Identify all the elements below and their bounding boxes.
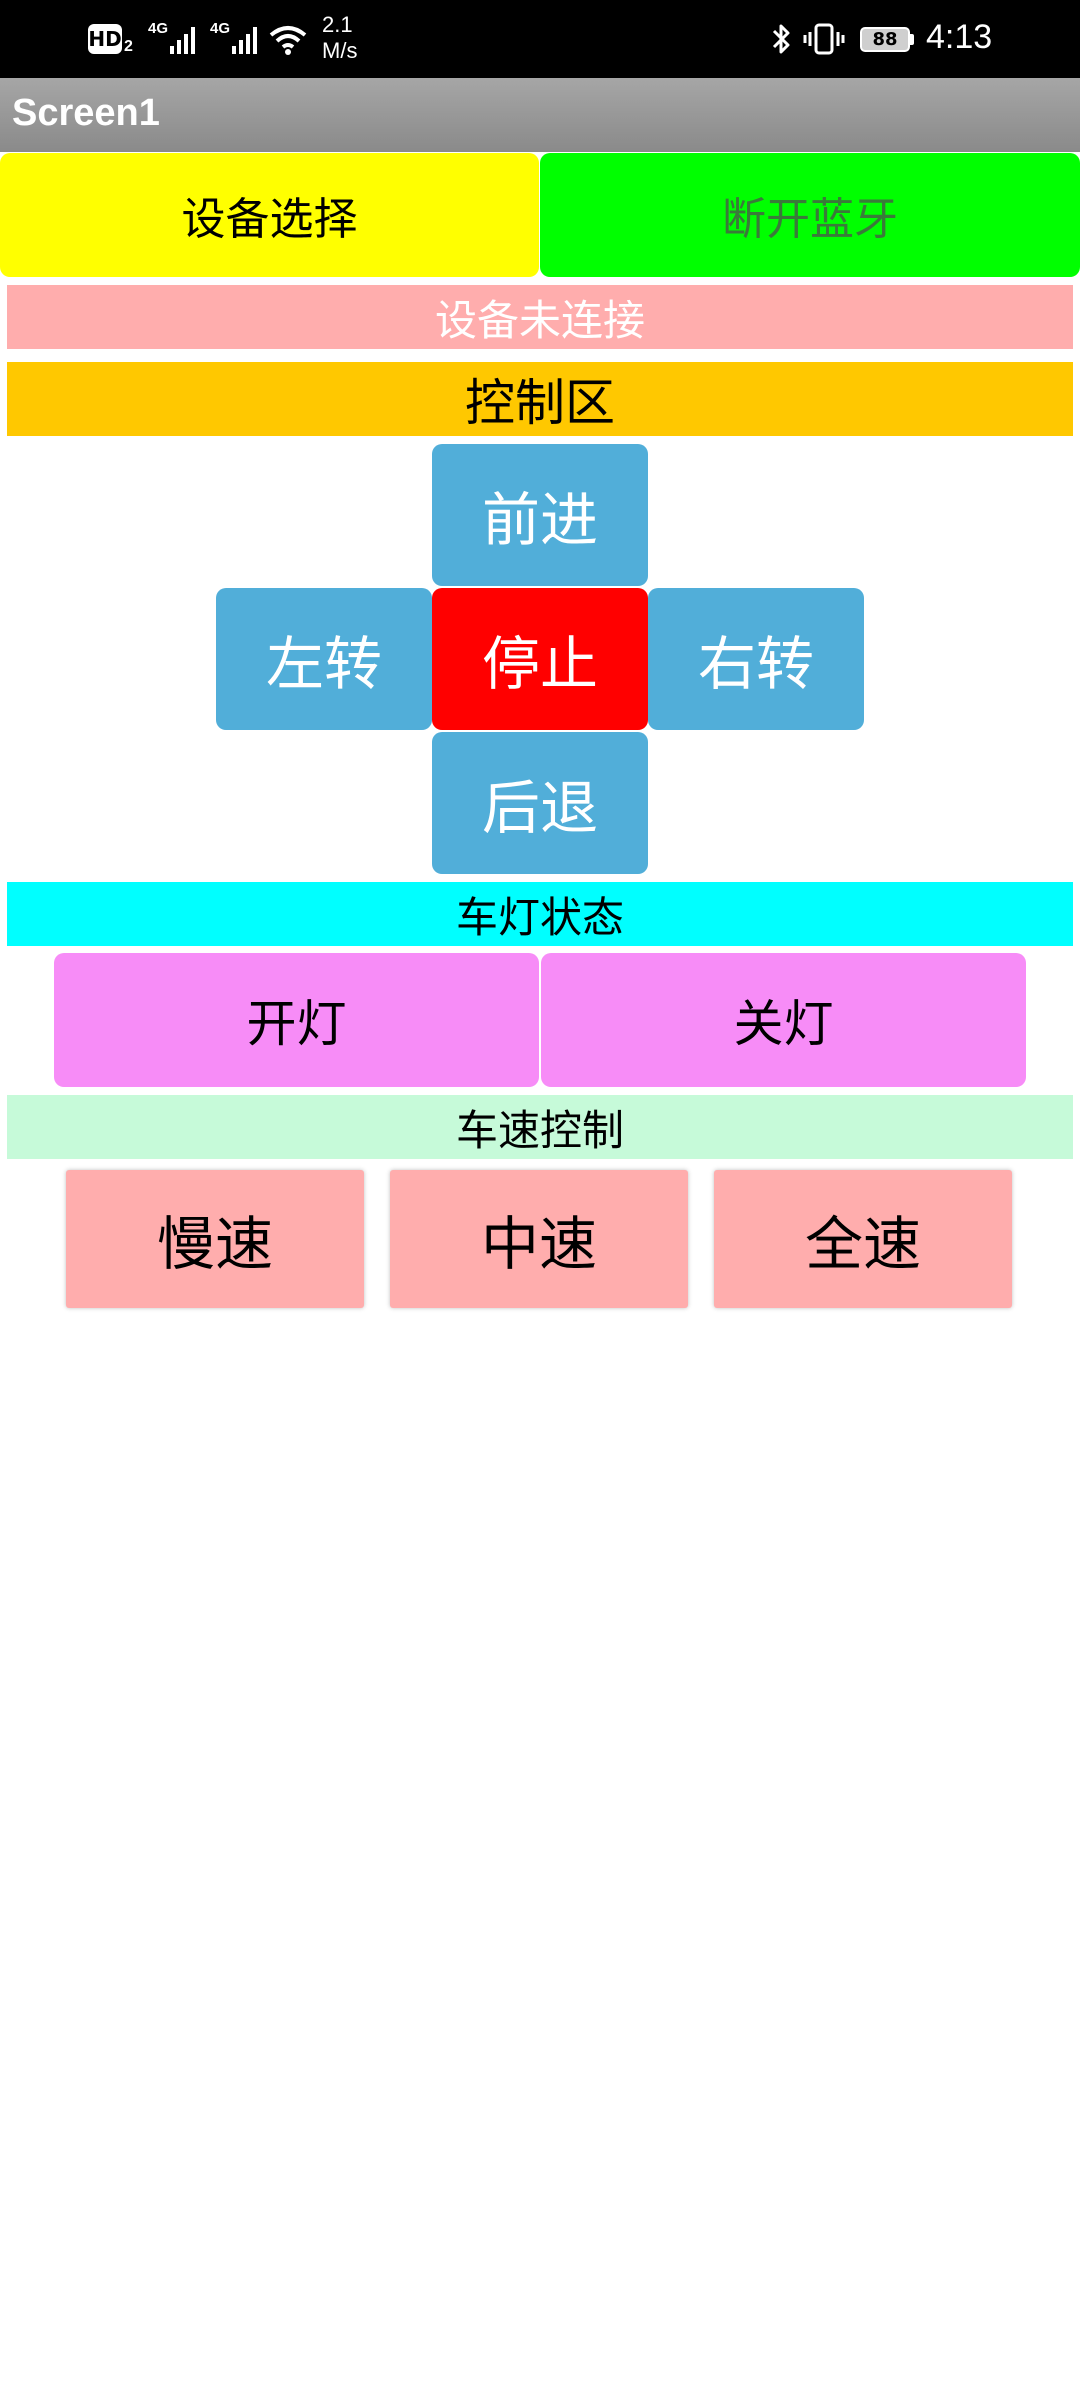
signal-icon <box>170 24 195 54</box>
network-type-1: 4G <box>148 20 169 37</box>
wifi-icon <box>269 26 307 55</box>
hd-sub: 2 <box>124 38 133 55</box>
device-select-button[interactable]: 设备选择 <box>0 153 539 277</box>
network-type-2: 4G <box>210 20 231 37</box>
status-bar: HD 2 4G 4G 2.1 M/s 88 4:13 <box>0 0 1080 78</box>
battery-tip <box>910 34 914 45</box>
battery-icon: 88 <box>860 27 910 52</box>
bluetooth-icon <box>772 24 790 54</box>
medium-speed-button[interactable]: 中速 <box>390 1170 688 1308</box>
light-status-header: 车灯状态 <box>7 882 1073 946</box>
connection-status-label: 设备未连接 <box>7 285 1073 349</box>
slow-speed-button[interactable]: 慢速 <box>66 1170 364 1308</box>
light-off-button[interactable]: 关灯 <box>541 953 1026 1087</box>
control-area-header: 控制区 <box>7 362 1073 436</box>
full-speed-button[interactable]: 全速 <box>714 1170 1012 1308</box>
disconnect-bluetooth-button[interactable]: 断开蓝牙 <box>540 153 1080 277</box>
vibrate-icon <box>803 23 845 55</box>
turn-right-button[interactable]: 右转 <box>648 588 864 730</box>
clock: 4:13 <box>926 18 993 56</box>
turn-left-button[interactable]: 左转 <box>216 588 432 730</box>
forward-button[interactable]: 前进 <box>432 444 648 586</box>
signal-icon <box>232 24 257 54</box>
network-speed: 2.1 M/s <box>322 12 358 63</box>
speed-control-header: 车速控制 <box>7 1095 1073 1159</box>
light-on-button[interactable]: 开灯 <box>54 953 539 1087</box>
stop-button[interactable]: 停止 <box>432 588 648 730</box>
title-bar: Screen1 <box>0 78 1080 152</box>
hd-badge: HD <box>88 24 122 54</box>
screen-title: Screen1 <box>12 92 160 134</box>
back-button[interactable]: 后退 <box>432 732 648 874</box>
